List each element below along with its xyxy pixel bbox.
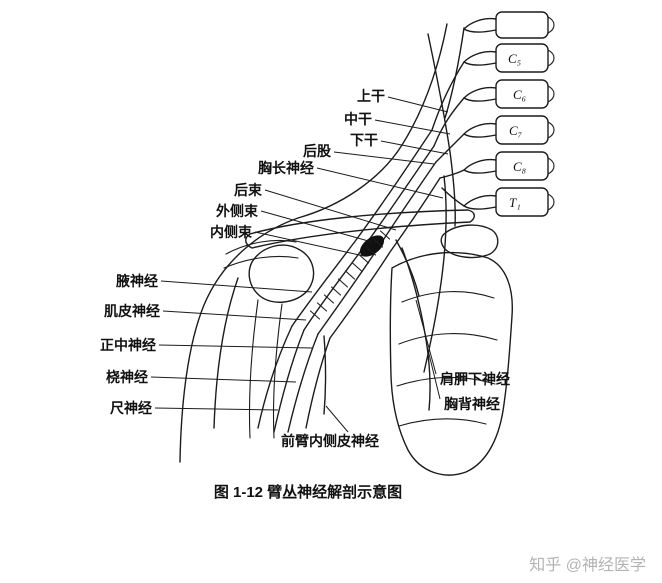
leader-ulnar: [154, 407, 279, 411]
label-long-thoracic-nerve: 胸长神经: [258, 160, 314, 176]
vertebra-body: [495, 43, 549, 73]
labels: 上干 中干 下干 后股 胸长神经 后束 外侧束 内侧束 腋神经 肌皮神经 正中神…: [100, 88, 510, 449]
leader-radial: [150, 376, 297, 383]
label-thoracodorsal-nerve: 胸背神经: [444, 396, 500, 412]
leader-posterior-cord: [264, 189, 397, 231]
terminal-branches: [257, 325, 331, 433]
spinous-processes: [547, 16, 555, 211]
rib-lines: [396, 291, 498, 427]
thoracodorsal-course: [401, 247, 431, 411]
label-medial-antebrachial-cutaneous-nerve: 前臂内侧皮神经: [281, 433, 379, 449]
label-musculocutaneous-nerve: 肌皮神经: [104, 303, 160, 319]
watermark: 知乎 @神经医学: [529, 556, 646, 574]
vertebra-body: [495, 115, 549, 145]
leader-antebrachial-cutaneous: [325, 405, 349, 433]
label-upper-trunk: 上干: [357, 88, 385, 104]
leader-medial-cord: [254, 231, 365, 257]
bones: [245, 209, 513, 476]
label-posterior-cord: 后束: [234, 182, 263, 198]
transverse-processes: [463, 17, 497, 210]
vertebral-column: [463, 11, 555, 217]
leader-musculocutaneous: [162, 310, 307, 321]
label-lower-trunk: 下干: [350, 132, 378, 148]
leader-upper-trunk: [387, 96, 449, 113]
vertebra-body: [495, 187, 549, 217]
scapula-ribs: [389, 251, 513, 476]
label-vertebra-c7: C₇: [509, 123, 523, 138]
label-radial-nerve: 桡神经: [106, 369, 148, 385]
acromion: [440, 224, 499, 259]
plexus-hatching: [309, 230, 391, 320]
label-median-nerve: 正中神经: [100, 337, 156, 353]
leader-long-thoracic: [316, 167, 444, 199]
leader-axillary: [160, 280, 313, 293]
vertebra-body: [495, 151, 549, 181]
leader-posterior-division: [333, 151, 435, 165]
label-vertebra-c6: C₆: [513, 87, 526, 102]
vertebra-body: [495, 11, 549, 39]
label-vertebra-t1: T₁: [509, 195, 521, 210]
neck-shoulder-contour: [179, 23, 465, 463]
label-lateral-cord: 外侧束: [216, 203, 259, 219]
label-vertebra-c5: C₅: [508, 51, 521, 66]
leader-thoracodorsal: [427, 349, 441, 400]
body-outline: [179, 23, 465, 463]
long-thoracic-course: [423, 175, 447, 373]
roots-c5-t1: [431, 61, 465, 207]
vertebra-labels: C₅ C₆ C₇ C₈ T₁: [507, 50, 529, 212]
label-subscapular-nerve: 肩胛下神经: [440, 371, 510, 387]
pectoral-cut-lines: [223, 239, 299, 269]
humeral-head: [248, 244, 315, 303]
label-middle-trunk: 中干: [344, 111, 372, 127]
label-medial-cord: 内侧束: [210, 224, 253, 240]
leader-subscapular: [415, 299, 437, 375]
label-posterior-division: 后股: [303, 143, 332, 159]
figure-caption: 图 1-12 臂丛神经解剖示意图: [214, 483, 402, 501]
leader-lines: [150, 96, 451, 433]
vertebra-body: [495, 79, 549, 109]
subscapular-course: [395, 239, 420, 297]
leader-lateral-cord: [260, 210, 373, 243]
leader-lower-trunk: [380, 140, 449, 155]
clavicle: [245, 209, 475, 249]
nerve-roots: [431, 61, 465, 207]
label-ulnar-nerve: 尺神经: [110, 400, 152, 416]
label-vertebra-c8: C₈: [513, 159, 527, 174]
leader-middle-trunk: [374, 119, 451, 135]
label-axillary-nerve: 腋神经: [116, 273, 158, 289]
leader-median: [158, 344, 313, 349]
